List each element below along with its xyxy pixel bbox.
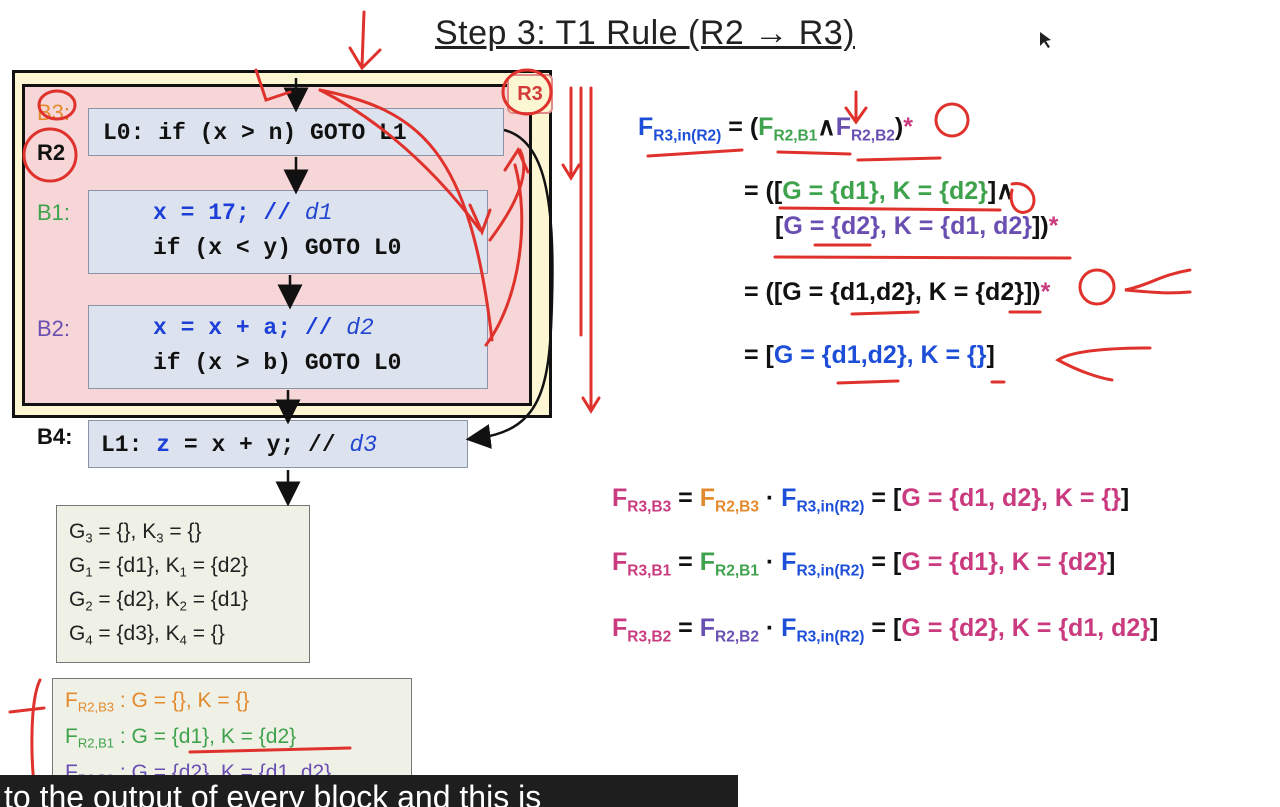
gen-kill-row: G1 = {d1}, K1 = {d2} [69,554,249,580]
region-r3-label: R3 [507,74,553,114]
derivation-line-1: FR3,in(R2) = (FR2,B1∧FR2,B2)* [638,113,913,145]
block-b1-def: d1 [304,200,333,226]
block-b4-label: B4: [37,424,73,449]
block-b3: L0: if (x > n) GOTO L1 [88,108,504,156]
control-flow-arrows [275,78,554,507]
block-b2-label: B2: [37,316,71,341]
derivation-line-4: = ([G = {d1,d2}, K = {d2}])* [744,278,1051,306]
block-b4-rest: = x + y; // [170,432,350,458]
gen-kill-row: G3 = {}, K3 = {} [69,520,202,546]
block-b1-line2: if (x < y) GOTO L0 [153,235,402,261]
block-b2-line2: if (x > b) GOTO L0 [153,350,402,376]
handwritten-annotations [8,10,1192,802]
block-b4-label-code: L1: [101,432,157,458]
block-b4-def: d3 [349,432,378,458]
result-r3-b2: FR3,B2 = FR2,B2 · FR3,in(R2) = [G = {d2}… [612,614,1159,646]
block-b2: x = x + a; // d2 if (x > b) GOTO L0 [88,305,488,389]
gen-kill-box: G3 = {}, K3 = {} G1 = {d1}, K1 = {d2} G2… [56,505,310,663]
region-r2-label: R2 [37,140,66,165]
block-b2-line1-code: x = x + a; // [153,315,347,341]
block-b1: x = 17; // d1 if (x < y) GOTO L0 [88,190,488,274]
caption-text: to the output of every block and this is [4,779,542,807]
block-b4-var: z [156,432,171,458]
block-b1-label: B1: [37,200,71,225]
gen-kill-row: G2 = {d2}, K2 = {d1} [69,588,249,614]
transfer-r2-b3: FR2,B3 : G = {}, K = {} [65,689,250,715]
gen-kill-row: G4 = {d3}, K4 = {} [69,622,225,648]
transfer-r2-b1: FR2,B1 : G = {d1}, K = {d2} [65,725,297,751]
result-r3-b3: FR3,B3 = FR2,B3 · FR3,in(R2) = [G = {d1,… [612,484,1130,516]
derivation-line-3: [G = {d2}, K = {d1, d2}])* [775,212,1059,240]
block-b1-line1-code: x = 17; // [153,200,305,226]
slide-title: Step 3: T1 Rule (R2 → R3) [434,14,856,52]
video-caption: to the output of every block and this is [0,775,738,807]
block-b4-code: L1: z = x + y; // d3 [101,432,377,458]
derivation-line-5: = [G = {d1,d2}, K = {}] [744,341,995,369]
mouse-cursor-icon [1040,32,1051,48]
block-b4: L1: z = x + y; // d3 [88,420,468,468]
result-r3-b1: FR3,B1 = FR2,B1 · FR3,in(R2) = [G = {d1}… [612,548,1116,580]
block-b2-line1: x = x + a; // d2 [153,315,374,341]
block-b1-line1: x = 17; // d1 [153,200,332,226]
block-b3-code: L0: if (x > n) GOTO L1 [103,120,407,146]
block-b2-def: d2 [346,315,374,341]
